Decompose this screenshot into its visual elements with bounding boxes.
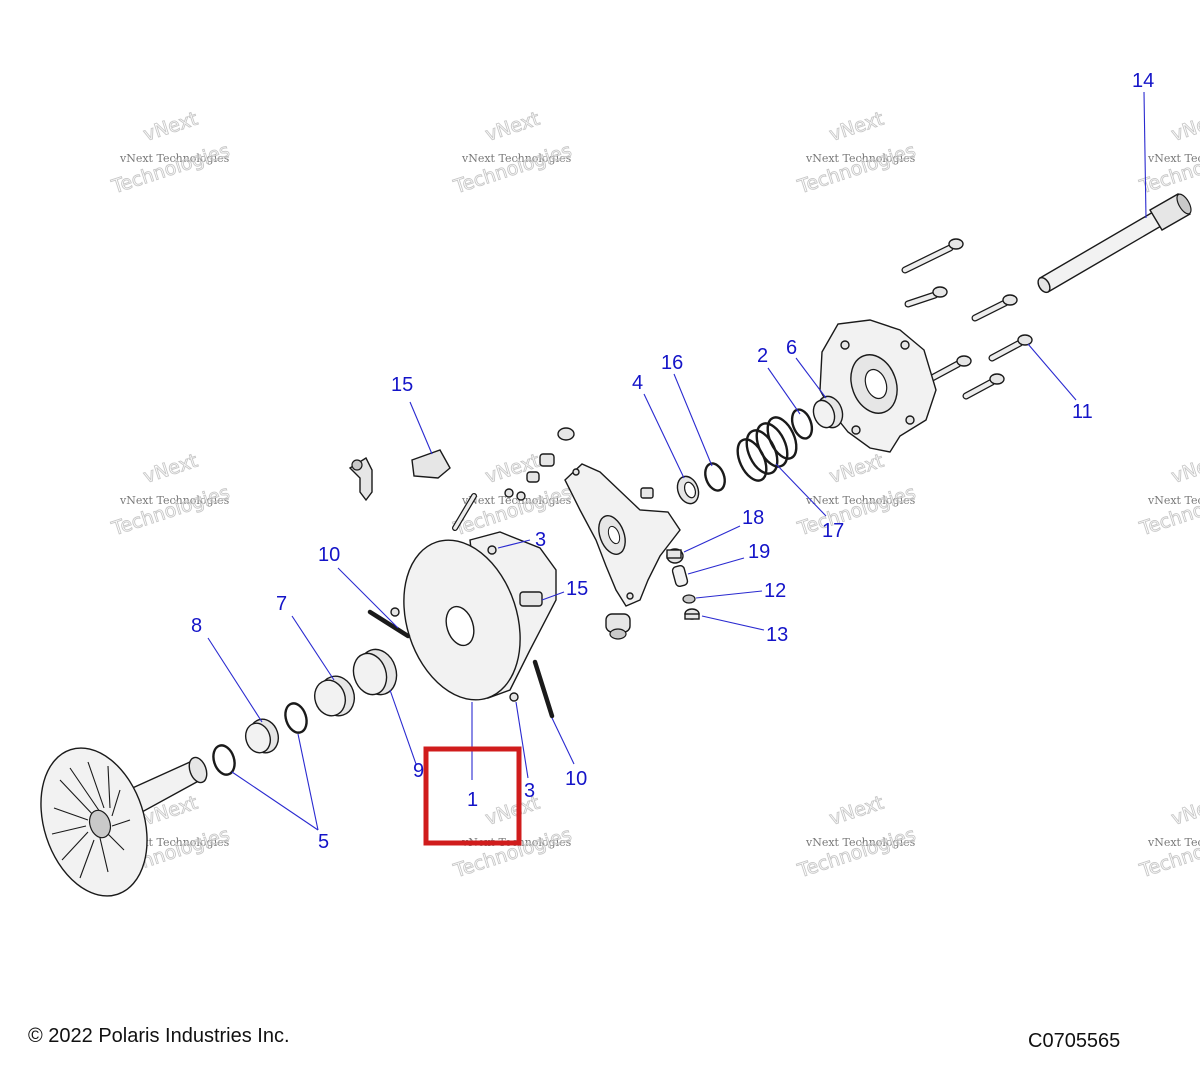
callout-7[interactable]: 7 xyxy=(276,593,287,615)
part-sleeve-8 xyxy=(244,718,280,754)
callout-15-lower[interactable]: 15 xyxy=(566,578,588,600)
watermark-word: Technologies xyxy=(794,481,918,540)
callout-6[interactable]: 6 xyxy=(786,337,797,359)
watermark-word: vNext xyxy=(827,450,887,488)
watermark: vNext vNext Technologies Technologies xyxy=(108,107,233,199)
part-weight-upper xyxy=(411,449,451,479)
watermark-word: vNext xyxy=(1169,792,1200,830)
watermark: vNext vNext Technologies Technologies xyxy=(450,107,575,199)
watermark: vNext vNext Technologies Technologies xyxy=(1136,449,1200,541)
callout-11[interactable]: 11 xyxy=(1072,401,1093,423)
part-fixed-sheave xyxy=(40,747,208,897)
callout-19[interactable]: 19 xyxy=(748,541,770,563)
bolt xyxy=(971,294,1018,322)
leader-lines xyxy=(207,91,1147,831)
callout-2[interactable]: 2 xyxy=(757,345,768,367)
part-bushing-7 xyxy=(313,675,356,717)
part-roller xyxy=(605,613,631,640)
watermark-text: vNext Technologies xyxy=(1147,836,1200,849)
watermark-word: Technologies xyxy=(1136,481,1200,540)
part-moveable-sheave xyxy=(403,531,557,702)
bolt xyxy=(901,238,964,274)
part-washer-12 xyxy=(682,594,696,604)
callout-13[interactable]: 13 xyxy=(766,624,788,646)
part-cover-bolts xyxy=(901,238,1033,400)
watermark-text: vNext Technologies xyxy=(805,836,916,849)
part-snap-ring-2 xyxy=(790,408,814,440)
part-cover xyxy=(819,319,937,453)
watermark-text: vNext Technologies xyxy=(461,494,572,507)
callout-16[interactable]: 16 xyxy=(661,352,683,374)
part-nut-13 xyxy=(684,608,700,620)
figure-id: C0705565 xyxy=(1028,1030,1121,1052)
callout-8[interactable]: 8 xyxy=(191,615,202,637)
callout-3-upper[interactable]: 3 xyxy=(535,529,546,551)
callout-14[interactable]: 14 xyxy=(1132,70,1154,92)
watermark-text: vNext Technologies xyxy=(1147,494,1200,507)
callout-10-right[interactable]: 10 xyxy=(565,768,587,790)
watermark-word: Technologies xyxy=(108,481,232,540)
watermark: vNext vNext Technologies Technologies xyxy=(1136,791,1200,883)
part-bearing-4 xyxy=(676,475,700,505)
watermark: vNext vNext Technologies Technologies xyxy=(794,791,919,883)
callout-9[interactable]: 9 xyxy=(413,760,424,782)
part-spider xyxy=(564,463,681,607)
part-pin-19 xyxy=(671,564,689,588)
bolt xyxy=(962,373,1005,400)
watermark-word: Technologies xyxy=(794,823,918,882)
bolt xyxy=(988,334,1033,362)
callout-4[interactable]: 4 xyxy=(632,372,643,394)
callout-10-left[interactable]: 10 xyxy=(318,544,340,566)
parts-layer xyxy=(40,193,1192,897)
watermark-text: vNext Technologies xyxy=(805,494,916,507)
part-shaft-bolt xyxy=(1037,193,1192,294)
watermark-word: Technologies xyxy=(794,139,918,198)
part-bushing-6 xyxy=(812,395,844,429)
watermark-word: vNext xyxy=(1169,450,1200,488)
watermark-word: Technologies xyxy=(450,139,574,198)
watermark-word: Technologies xyxy=(108,139,232,198)
highlight-box[interactable] xyxy=(423,746,522,846)
watermark-text: vNext Technologies xyxy=(119,494,230,507)
watermark-word: vNext xyxy=(827,108,887,146)
part-pin-10-right xyxy=(532,659,555,719)
watermark-text: vNext Technologies xyxy=(461,152,572,165)
watermark-word: vNext xyxy=(141,450,201,488)
callout-18[interactable]: 18 xyxy=(742,507,764,529)
part-spring xyxy=(736,416,798,482)
part-bushing-9 xyxy=(352,648,398,696)
part-button-18 xyxy=(666,548,684,564)
callout-3-lower[interactable]: 3 xyxy=(524,780,535,802)
part-ring-5-lower xyxy=(212,744,236,776)
callout-17[interactable]: 17 xyxy=(822,520,844,542)
callout-15-upper[interactable]: 15 xyxy=(391,374,413,396)
watermark-word: vNext xyxy=(483,108,543,146)
watermark-word: Technologies xyxy=(450,823,574,882)
part-pin-10-left xyxy=(367,609,411,639)
copyright-text: © 2022 Polaris Industries Inc. xyxy=(28,1025,290,1047)
bolt xyxy=(928,355,972,382)
callout-12[interactable]: 12 xyxy=(764,580,786,602)
part-upper-pins xyxy=(452,427,575,531)
callout-5[interactable]: 5 xyxy=(318,831,329,853)
watermark-layer: vNext vNext Technologies Technologies vN… xyxy=(108,107,1200,883)
watermark-word: Technologies xyxy=(1136,823,1200,882)
watermark-text: vNext Technologies xyxy=(805,152,916,165)
bolt xyxy=(904,286,948,308)
watermark: vNext vNext Technologies Technologies xyxy=(794,107,919,199)
watermark: vNext vNext Technologies Technologies xyxy=(794,449,919,541)
watermark-word: vNext xyxy=(1169,108,1200,146)
callout-layer: 14 11 2 6 16 4 15 17 18 19 12 13 10 3 15… xyxy=(191,70,1154,853)
watermark-text: vNext Technologies xyxy=(119,152,230,165)
part-nut-small xyxy=(390,607,400,617)
watermark-text: vNext Technologies xyxy=(1147,152,1200,165)
watermark: vNext vNext Technologies Technologies xyxy=(108,449,233,541)
watermark-word: vNext xyxy=(827,792,887,830)
callout-1[interactable]: 1 xyxy=(467,789,478,811)
part-ring-5-upper xyxy=(284,702,308,734)
watermark-word: vNext xyxy=(141,108,201,146)
part-weight-arm xyxy=(348,456,373,502)
part-ring-16 xyxy=(704,462,726,492)
